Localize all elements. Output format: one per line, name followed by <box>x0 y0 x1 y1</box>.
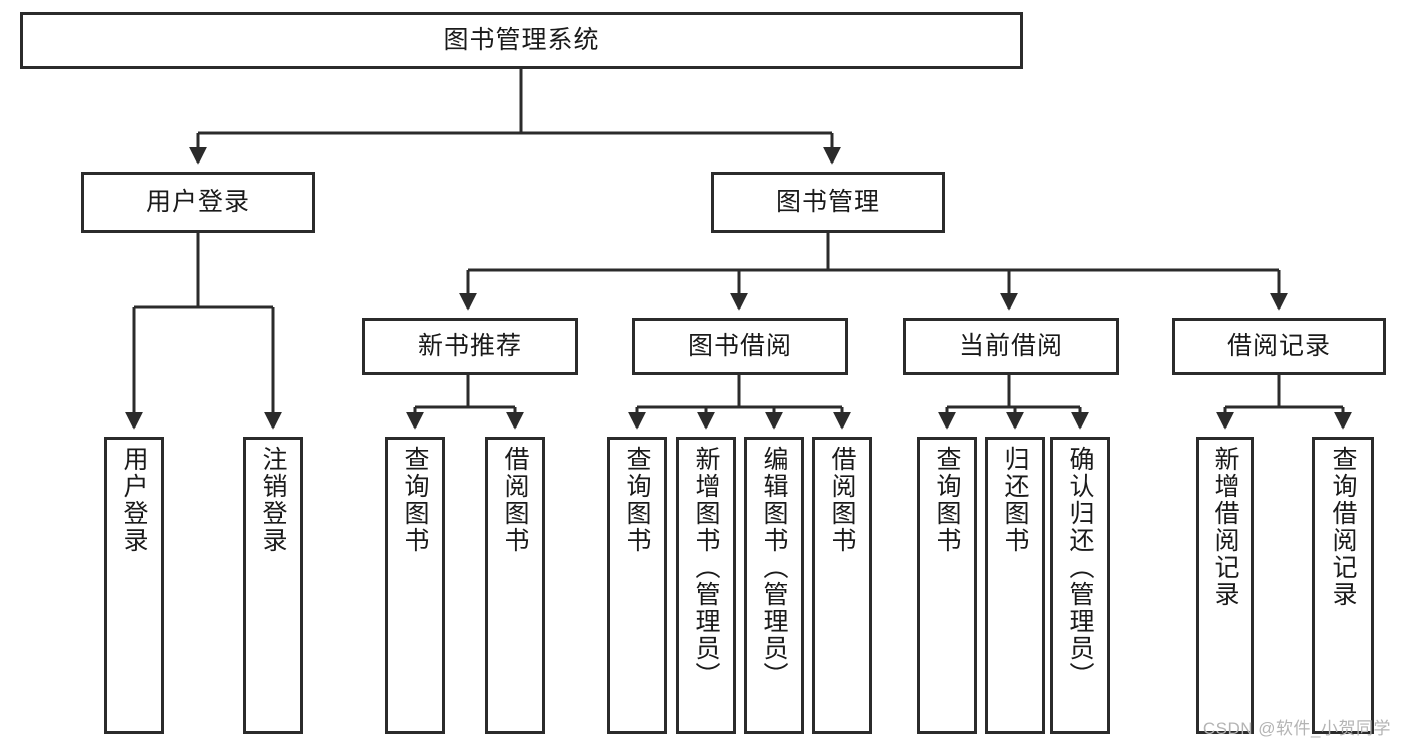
watermark-credit: CSDN @软件_小贺同学 <box>1202 719 1391 738</box>
node-leaf-confirm-return-label: 确认归还（管理员） <box>1066 446 1094 689</box>
node-leaf-borrow-book-2-label: 借阅图书 <box>828 446 856 554</box>
node-leaf-edit-book[interactable]: 编辑图书（管理员） <box>744 437 804 734</box>
node-leaf-add-book[interactable]: 新增图书（管理员） <box>676 437 736 734</box>
node-book-borrow-label: 图书借阅 <box>687 331 792 360</box>
node-new-book-recommend[interactable]: 新书推荐 <box>362 318 578 375</box>
node-leaf-add-book-label: 新增图书（管理员） <box>692 446 720 689</box>
node-leaf-borrow-book-2[interactable]: 借阅图书 <box>812 437 872 734</box>
node-root-label: 图书管理系统 <box>443 25 600 54</box>
node-leaf-return-book-label: 归还图书 <box>1001 446 1029 554</box>
node-leaf-query-book-2-label: 查询图书 <box>623 446 651 554</box>
node-current-borrow-label: 当前借阅 <box>958 331 1063 360</box>
node-leaf-query-book-3[interactable]: 查询图书 <box>917 437 977 734</box>
node-leaf-user-login-label: 用户登录 <box>120 446 148 554</box>
node-user-login[interactable]: 用户登录 <box>81 172 315 233</box>
node-book-manage[interactable]: 图书管理 <box>711 172 945 233</box>
node-leaf-query-book-3-label: 查询图书 <box>933 446 961 554</box>
node-user-login-label: 用户登录 <box>145 187 250 216</box>
node-leaf-query-book-1-label: 查询图书 <box>401 446 429 554</box>
node-leaf-user-logout[interactable]: 注销登录 <box>243 437 303 734</box>
node-leaf-user-login[interactable]: 用户登录 <box>104 437 164 734</box>
node-leaf-borrow-book-1[interactable]: 借阅图书 <box>485 437 545 734</box>
node-book-manage-label: 图书管理 <box>775 187 880 216</box>
node-new-book-recommend-label: 新书推荐 <box>417 331 522 360</box>
node-leaf-edit-book-label: 编辑图书（管理员） <box>760 446 788 689</box>
node-leaf-add-record-label: 新增借阅记录 <box>1211 446 1239 608</box>
node-leaf-query-record[interactable]: 查询借阅记录 <box>1312 437 1374 734</box>
node-current-borrow[interactable]: 当前借阅 <box>903 318 1119 375</box>
node-leaf-query-book-1[interactable]: 查询图书 <box>385 437 445 734</box>
node-leaf-borrow-book-1-label: 借阅图书 <box>501 446 529 554</box>
node-leaf-query-record-label: 查询借阅记录 <box>1329 446 1357 608</box>
node-leaf-add-record[interactable]: 新增借阅记录 <box>1196 437 1254 734</box>
node-leaf-user-logout-label: 注销登录 <box>259 446 287 554</box>
node-leaf-return-book[interactable]: 归还图书 <box>985 437 1045 734</box>
node-leaf-query-book-2[interactable]: 查询图书 <box>607 437 667 734</box>
node-borrow-record[interactable]: 借阅记录 <box>1172 318 1386 375</box>
node-book-borrow[interactable]: 图书借阅 <box>632 318 848 375</box>
node-borrow-record-label: 借阅记录 <box>1226 331 1331 360</box>
node-leaf-confirm-return[interactable]: 确认归还（管理员） <box>1050 437 1110 734</box>
node-root-system[interactable]: 图书管理系统 <box>20 12 1023 69</box>
